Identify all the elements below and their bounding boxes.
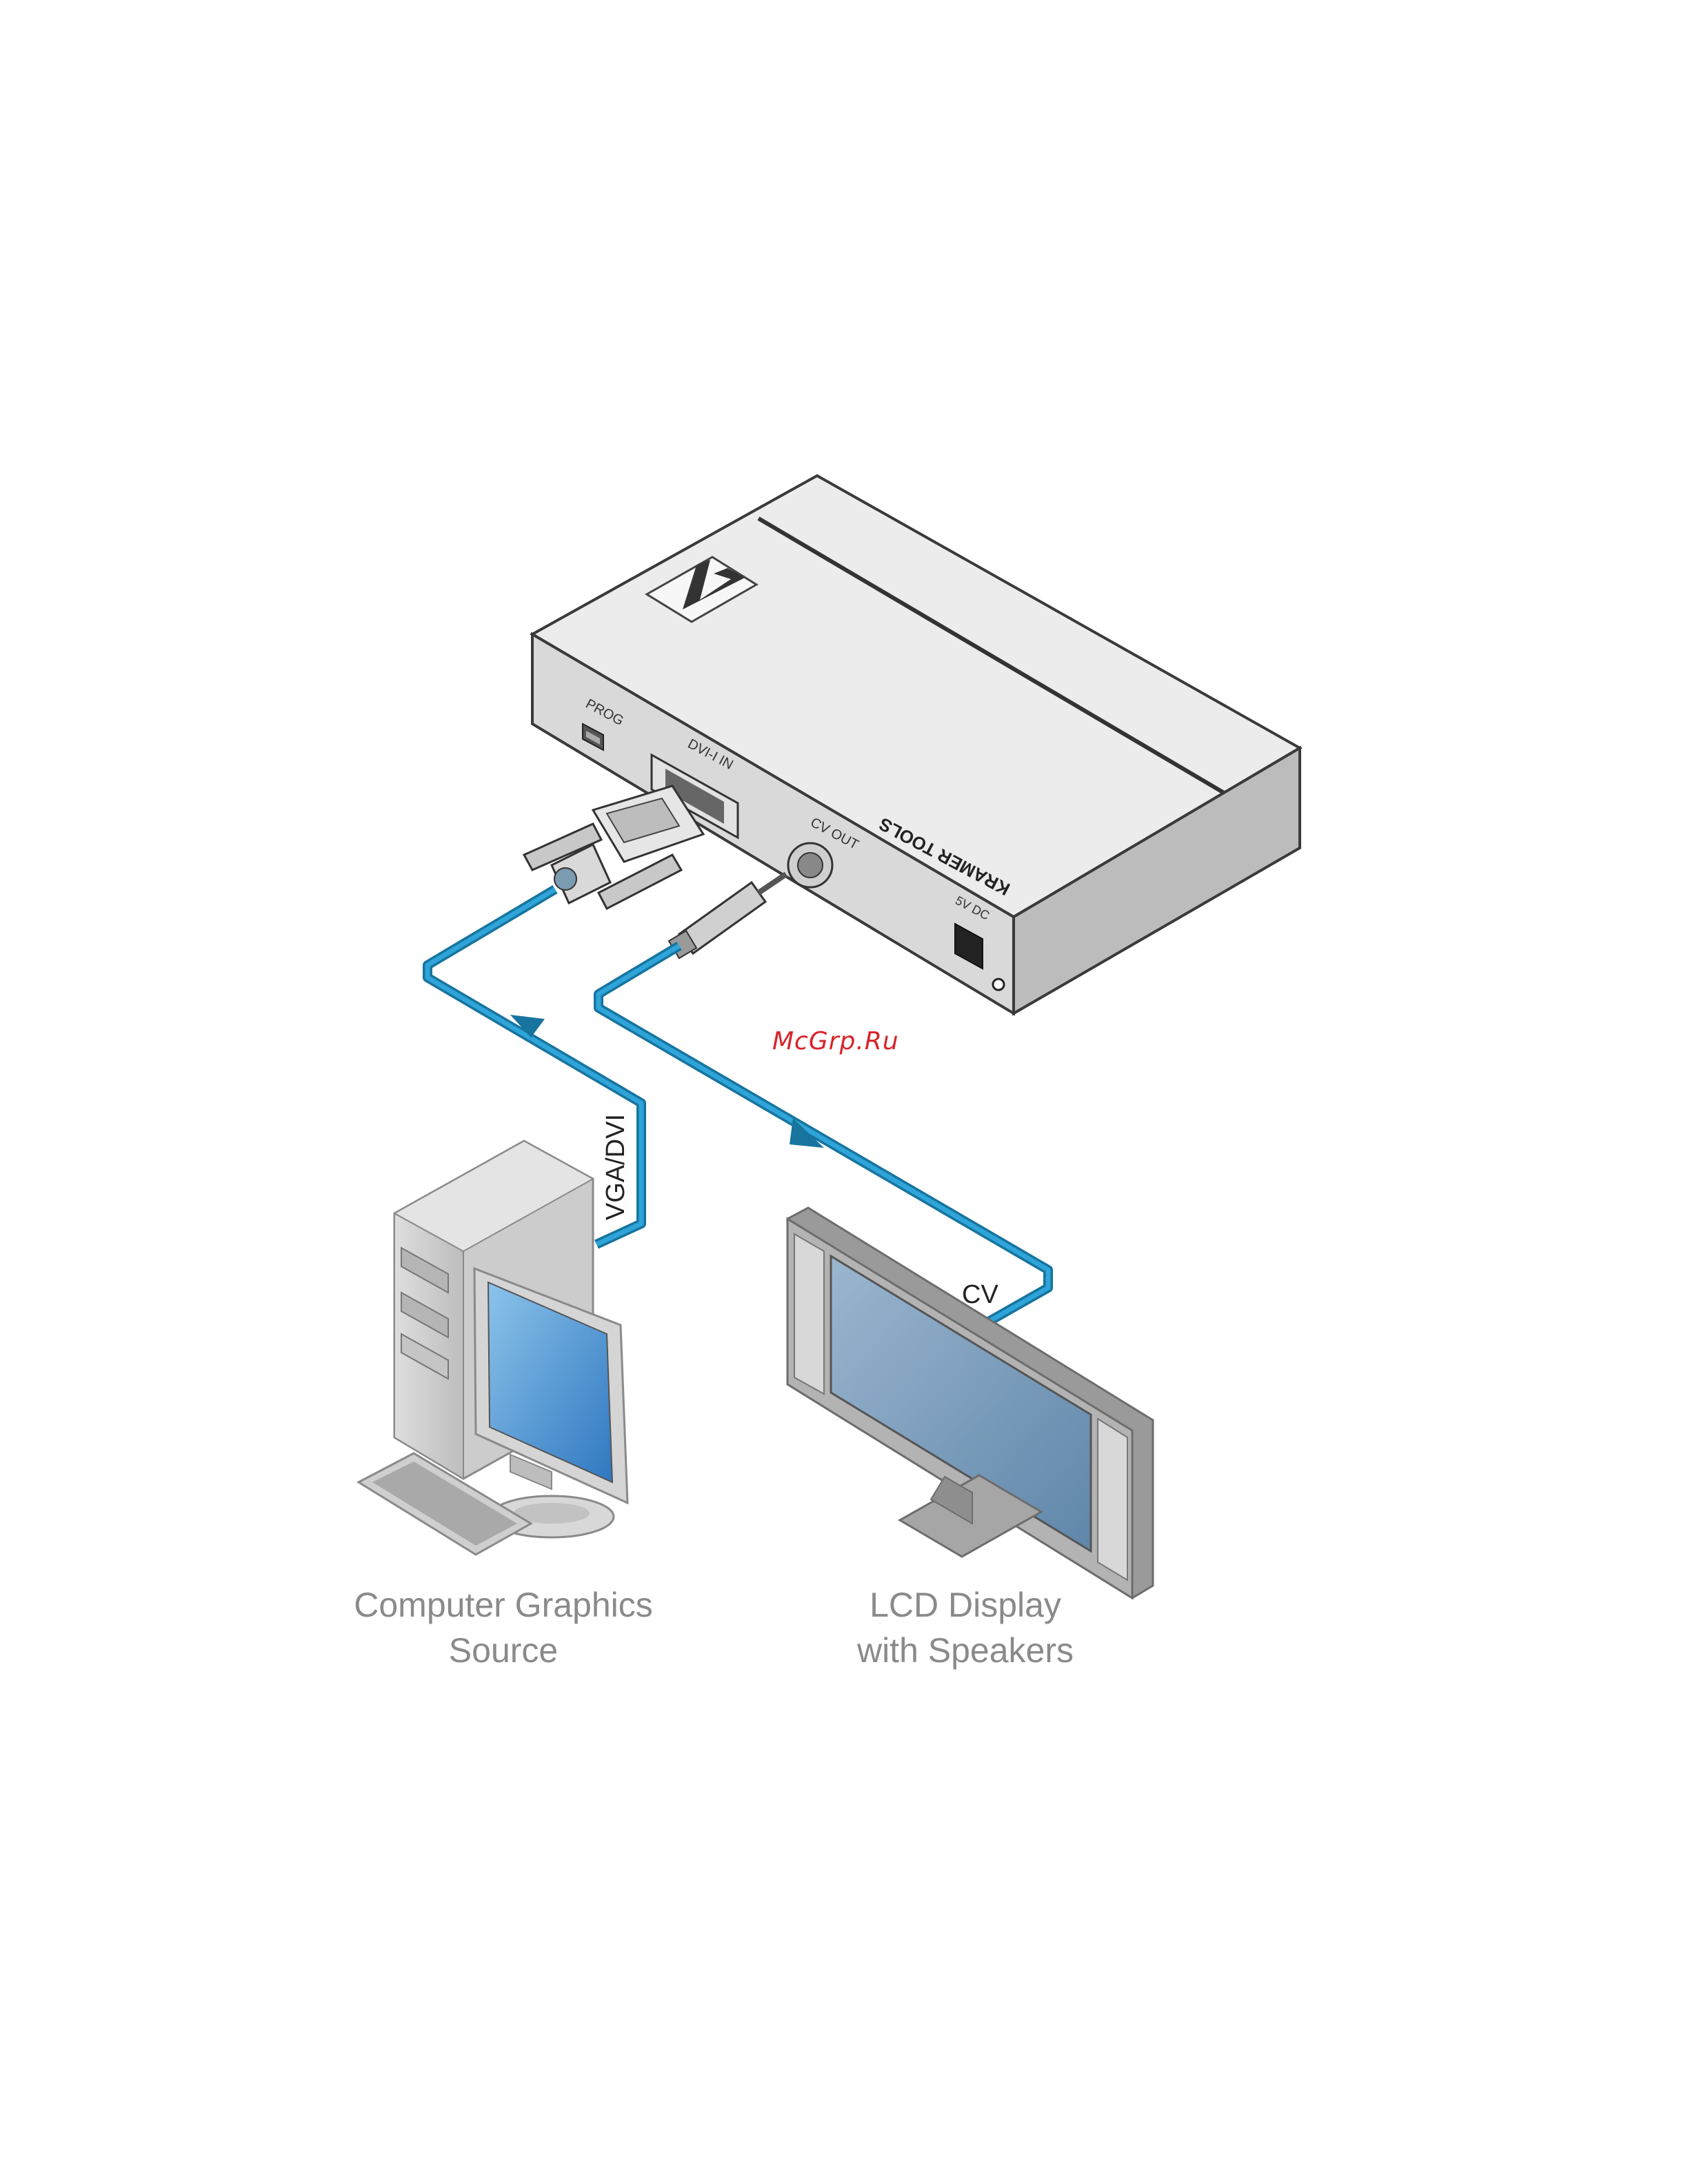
lcd-caption-line1: LCD Display (772, 1582, 1158, 1628)
vga-dvi-cable-label: VGA/DVI (601, 1114, 630, 1220)
lcd-caption: LCD Display with Speakers (772, 1582, 1158, 1673)
computer-graphics-source (359, 1141, 627, 1555)
rca-plug-connector (669, 874, 786, 958)
lcd-display-with-speakers (787, 1208, 1153, 1598)
lcd-caption-line2: with Speakers (772, 1628, 1158, 1673)
computer-caption: Computer Graphics Source (297, 1582, 710, 1673)
right-speaker (1098, 1419, 1127, 1580)
computer-monitor (474, 1268, 627, 1537)
kramer-device: PROG DVI-I IN CV OUT KRAMER TOOLS 5V DC (532, 476, 1300, 1013)
computer-caption-line2: Source (297, 1628, 710, 1673)
cv-out-rca-port[interactable] (788, 843, 832, 887)
computer-caption-line1: Computer Graphics (297, 1582, 710, 1628)
left-speaker (794, 1234, 824, 1394)
watermark-text: McGrp.Ru (772, 1027, 899, 1055)
